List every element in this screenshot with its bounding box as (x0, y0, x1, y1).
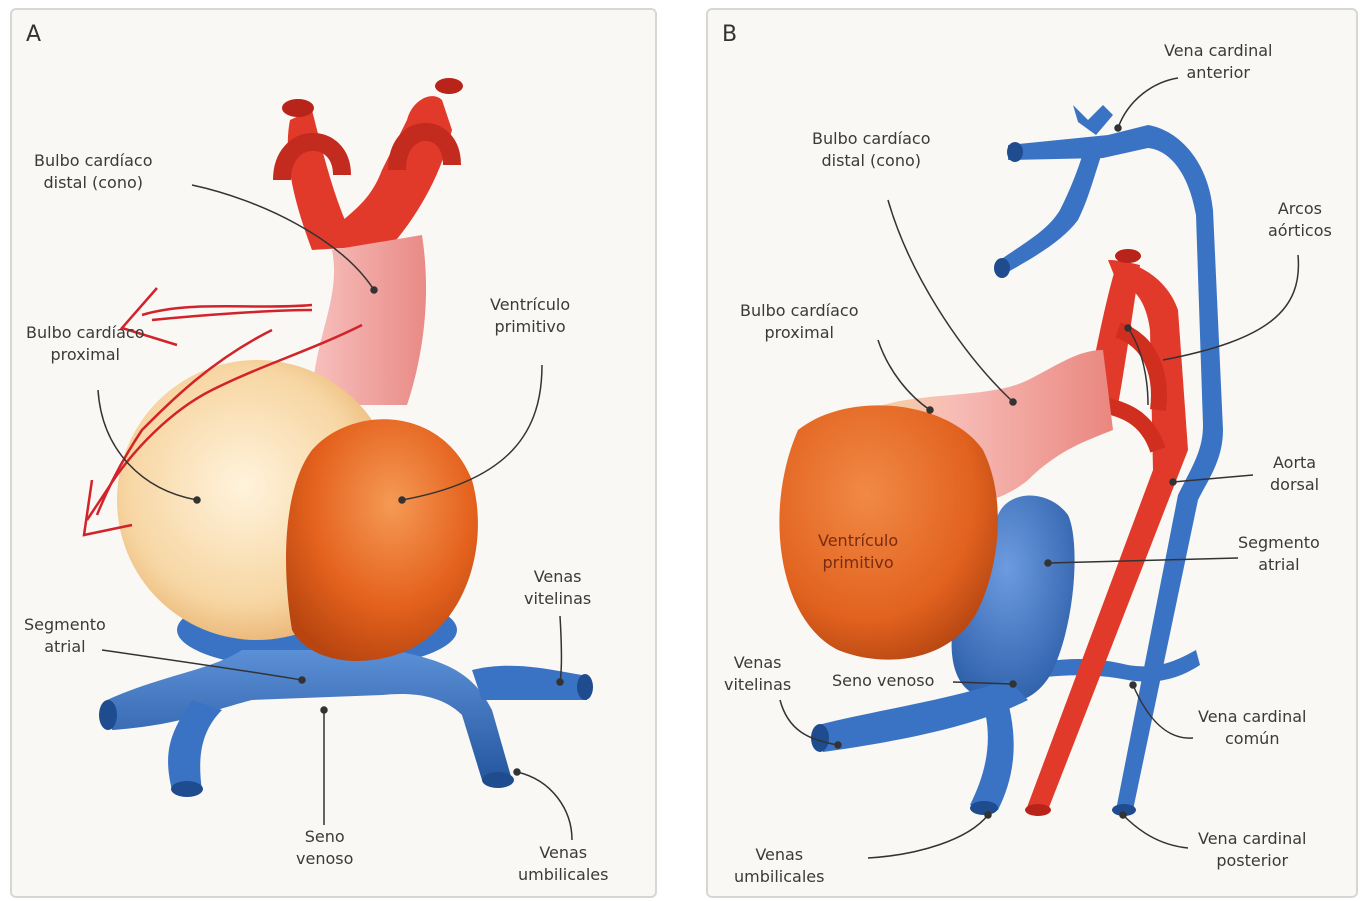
label-atrial-segment: Segmento atrial (1238, 532, 1320, 576)
label-umbilical-veins: Venas umbilicales (518, 842, 608, 886)
label-line: Seno (296, 826, 353, 848)
label-line: común (1198, 728, 1306, 750)
label-line: dorsal (1270, 474, 1319, 496)
aortic-outflow (282, 78, 463, 250)
label-common-cardinal-vein: Vena cardinal común (1198, 706, 1306, 750)
label-line: aórticos (1268, 220, 1332, 242)
label-anterior-cardinal-vein: Vena cardinal anterior (1164, 40, 1272, 84)
label-line: Venas (734, 844, 824, 866)
label-line: umbilicales (518, 864, 608, 886)
label-line: Venas (724, 652, 791, 674)
label-primitive-ventricle: Ventrículo primitivo (490, 294, 570, 338)
label-aortic-arches: Arcos aórticos (1268, 198, 1332, 242)
label-line: atrial (1238, 554, 1320, 576)
label-proximal-bulbus: Bulbo cardíaco proximal (740, 300, 858, 344)
label-sinus-venosus: Seno venoso (832, 670, 934, 692)
label-line: Vena cardinal (1198, 828, 1306, 850)
label-line: Bulbo cardíaco (34, 150, 152, 172)
label-line: Ventrículo (818, 530, 898, 552)
label-line: proximal (26, 344, 144, 366)
label-line: Bulbo cardíaco (740, 300, 858, 322)
panel-b: B Vena cardinal anterior Bulbo cardíaco … (706, 8, 1358, 898)
label-line: Arcos (1268, 198, 1332, 220)
label-line: distal (cono) (812, 150, 930, 172)
label-line: Seno venoso (832, 670, 934, 692)
label-proximal-bulbus: Bulbo cardíaco proximal (26, 322, 144, 366)
panel-a-letter: A (26, 22, 41, 47)
label-line: vitelinas (724, 674, 791, 696)
label-distal-bulbus: Bulbo cardíaco distal (cono) (34, 150, 152, 194)
panel-b-letter: B (722, 22, 737, 47)
label-line: primitivo (490, 316, 570, 338)
label-line: Vena cardinal (1198, 706, 1306, 728)
distal-bulbus-cordis (312, 235, 426, 405)
sinus-venosus (811, 680, 1028, 815)
label-line: Bulbo cardíaco (812, 128, 930, 150)
label-line: Aorta (1270, 452, 1319, 474)
label-distal-bulbus: Bulbo cardíaco distal (cono) (812, 128, 930, 172)
label-vitelline-veins: Venas vitelinas (724, 652, 791, 696)
label-line: Ventrículo (490, 294, 570, 316)
label-line: primitivo (818, 552, 898, 574)
label-line: atrial (24, 636, 106, 658)
label-line: Segmento (1238, 532, 1320, 554)
panel-a-illustration (12, 10, 655, 896)
label-vitelline-veins: Venas vitelinas (524, 566, 591, 610)
panel-a: A Bulbo cardíaco distal (cono) Bulbo car… (10, 8, 657, 898)
label-posterior-cardinal-vein: Vena cardinal posterior (1198, 828, 1306, 872)
label-line: umbilicales (734, 866, 824, 888)
label-line: Segmento (24, 614, 106, 636)
label-primitive-ventricle: Ventrículo primitivo (818, 530, 898, 574)
label-line: anterior (1164, 62, 1272, 84)
label-umbilical-veins: Venas umbilicales (734, 844, 824, 888)
label-line: Venas (524, 566, 591, 588)
label-line: proximal (740, 322, 858, 344)
label-line: posterior (1198, 850, 1306, 872)
label-line: venoso (296, 848, 353, 870)
label-line: Vena cardinal (1164, 40, 1272, 62)
label-atrial-segment: Segmento atrial (24, 614, 106, 658)
label-line: Bulbo cardíaco (26, 322, 144, 344)
label-dorsal-aorta: Aorta dorsal (1270, 452, 1319, 496)
label-line: vitelinas (524, 588, 591, 610)
label-line: Venas (518, 842, 608, 864)
label-sinus-venosus: Seno venoso (296, 826, 353, 870)
panel-b-illustration (708, 10, 1356, 896)
label-line: distal (cono) (34, 172, 152, 194)
